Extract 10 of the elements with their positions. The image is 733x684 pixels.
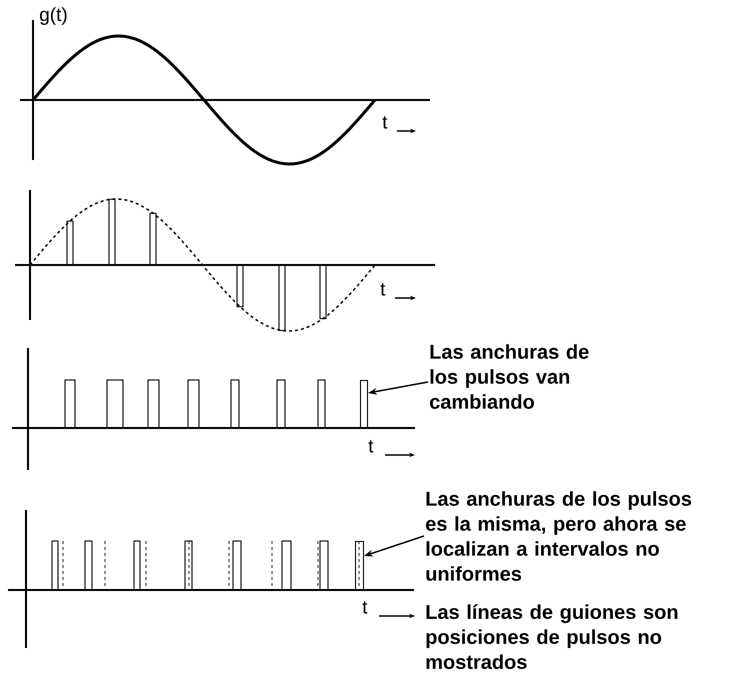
axis-label: t [368,440,374,453]
note-text: Las líneas de guiones son posiciones de pulsos no mostrados [426,604,678,670]
pulse [355,540,364,591]
pulse [360,380,368,429]
axis-label: t [362,601,368,614]
axis-label: t [382,116,388,129]
annotation-text: Las anchuras de los pulsos van cambiando [430,344,589,409]
annotation-text: Las anchuras de los pulsos es la misma, pero ahora se localizan a intervalos no uniformes [426,491,692,581]
axis-label: g(t) [40,7,67,25]
axis-label: t [380,283,386,296]
